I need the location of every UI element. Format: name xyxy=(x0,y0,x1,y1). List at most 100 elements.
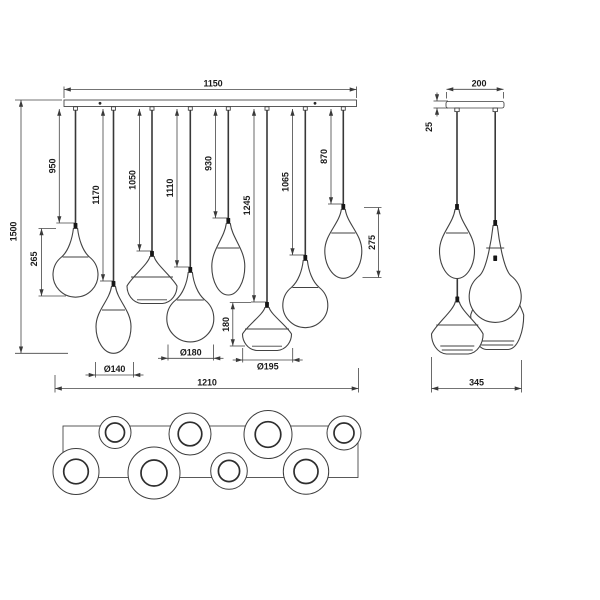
dim-height-teardrop-arrow-top xyxy=(376,207,381,215)
cord-mount-7 xyxy=(302,106,308,111)
dim-dia-teardrop-arrow-left xyxy=(88,372,96,378)
dim-drop-1-arrow-top xyxy=(57,109,62,116)
front-pendant-3-chalice-outline xyxy=(126,255,178,305)
side-cord-mount-1 xyxy=(454,107,460,113)
dim-drop-6-arrow-top xyxy=(251,109,257,116)
dim-drop-2-arrow-top xyxy=(100,109,106,116)
dim-drop-8-label: 870 xyxy=(319,149,329,164)
dim-drop-6-label: 1245 xyxy=(242,196,252,216)
dim-height-teardrop-label: 275 xyxy=(367,235,377,250)
plan-pendant-6-inner xyxy=(140,459,168,487)
plan-pendant-1-outer xyxy=(98,416,132,449)
cord-connector-3 xyxy=(150,251,154,257)
cord-connector-2 xyxy=(111,281,116,287)
dim-drop-2-label: 1170 xyxy=(91,185,101,204)
plan-pendant-3-outer xyxy=(243,410,293,459)
plan-pendant-7-inner xyxy=(217,459,241,483)
dim-height-sphere-arrow-top xyxy=(39,228,44,236)
dim-drop-3-label: 1050 xyxy=(128,170,138,190)
side-pendant-teardrop-outline xyxy=(438,208,476,280)
dim-bar-width-label: 1150 xyxy=(203,79,222,89)
plan-pendant-7-outer xyxy=(210,452,248,490)
dim-height-sphere-arrow-bottom xyxy=(39,289,44,296)
side-cord-connector-lower xyxy=(455,296,460,302)
dim-height-flat-label: 180 xyxy=(221,317,231,332)
dim-bar-width-arrow-right xyxy=(349,87,357,92)
dim-height-flat-arrow-bottom xyxy=(230,339,235,346)
dim-drop-3-arrow-top xyxy=(137,109,142,116)
dim-dia-teardrop-arrow-right xyxy=(133,372,141,378)
dim-cluster-width-arrow-right xyxy=(514,386,522,391)
cord-mount-5 xyxy=(225,106,231,111)
plan-pendant-3-inner xyxy=(254,420,282,449)
side-cord-connector-front xyxy=(455,204,459,210)
dim-dia-sphere-arrow-right xyxy=(213,356,221,361)
cord-mount-1 xyxy=(73,106,78,111)
dim-drop-1-label: 950 xyxy=(48,159,58,174)
dim-drop-2-arrow-bottom xyxy=(100,274,106,281)
dim-dia-sphere-label: Ø180 xyxy=(180,348,202,358)
cord-mount-2 xyxy=(111,106,116,111)
side-cord-mount-2 xyxy=(492,107,498,113)
dim-drop-7-arrow-top xyxy=(290,109,295,116)
bar-screw xyxy=(313,101,317,105)
side-pendant-sphere-outline xyxy=(468,224,522,323)
dim-canopy-width-arrow-left xyxy=(446,87,454,92)
dim-drop-5-arrow-bottom xyxy=(213,211,218,218)
dim-dia-flat-arrow-right xyxy=(292,357,300,363)
dim-canopy-width-arrow-right xyxy=(496,87,504,92)
plan-bar-outline xyxy=(62,425,359,478)
plan-pendant-8-outer xyxy=(282,448,330,495)
dim-drop-4-arrow-bottom xyxy=(174,260,180,267)
front-pendant-5-tear-outline xyxy=(211,222,246,296)
dim-drop-4-arrow-top xyxy=(174,109,180,116)
ceiling-bar xyxy=(63,99,357,107)
side-canopy xyxy=(445,101,505,109)
plan-pendant-5-inner xyxy=(62,458,90,485)
plan-pendant-8-inner xyxy=(293,458,319,485)
plan-view xyxy=(52,410,362,500)
dim-dia-flat-label: Ø195 xyxy=(257,362,279,372)
plan-pendant-4-outer xyxy=(326,415,362,451)
dim-drop-3-arrow-bottom xyxy=(137,244,142,251)
side-cord-connector-hidden xyxy=(493,255,498,261)
cord-connector-7 xyxy=(303,255,308,261)
dim-canopy-height-label: 25 xyxy=(424,122,434,132)
dim-canopy-height-arrow-bottom xyxy=(434,108,440,115)
plan-pendant-5-outer xyxy=(52,448,100,495)
plan-pendant-2-inner xyxy=(177,421,203,447)
dim-dia-teardrop-label: Ø140 xyxy=(104,364,126,374)
dim-total-width-label: 1210 xyxy=(197,378,217,388)
dim-drop-6-arrow-bottom xyxy=(251,295,257,302)
cord-connector-1 xyxy=(73,223,78,229)
dim-drop-5-arrow-top xyxy=(213,109,218,116)
dim-dia-flat-arrow-left xyxy=(235,357,243,363)
front-pendant-8-tear-outline xyxy=(324,208,363,279)
dim-height-teardrop-arrow-bottom xyxy=(376,270,381,278)
cord-connector-8 xyxy=(341,204,346,210)
cord-connector-5 xyxy=(226,218,231,224)
cord-mount-8 xyxy=(340,106,346,111)
dim-drop-8-arrow-bottom xyxy=(328,197,334,204)
plan-pendant-4-inner xyxy=(333,422,355,444)
dim-drop-5-label: 930 xyxy=(204,156,214,171)
front-pendant-4-sphere-outline xyxy=(166,271,215,343)
dim-total-width-arrow-right xyxy=(351,386,359,391)
front-pendant-1-sphere-outline xyxy=(52,227,99,298)
cord-connector-6 xyxy=(265,302,269,308)
dim-height-flat-arrow-top xyxy=(230,302,235,310)
dim-dia-sphere-arrow-left xyxy=(161,356,168,361)
front-pendant-7-sphere-outline xyxy=(282,259,329,329)
dim-drop-1-arrow-bottom xyxy=(57,216,62,223)
front-pendant-2-tear-outline xyxy=(95,285,132,354)
bar-screw xyxy=(98,101,102,105)
dim-cluster-width-arrow-left xyxy=(431,386,439,391)
dim-cluster-width-label: 345 xyxy=(469,378,484,388)
dim-height-sphere-label: 265 xyxy=(29,252,39,267)
plan-pendant-2-outer xyxy=(168,412,212,456)
cord-mount-6 xyxy=(264,106,270,111)
plan-pendant-6-outer xyxy=(127,446,181,500)
dim-canopy-height-arrow-top xyxy=(434,94,440,101)
